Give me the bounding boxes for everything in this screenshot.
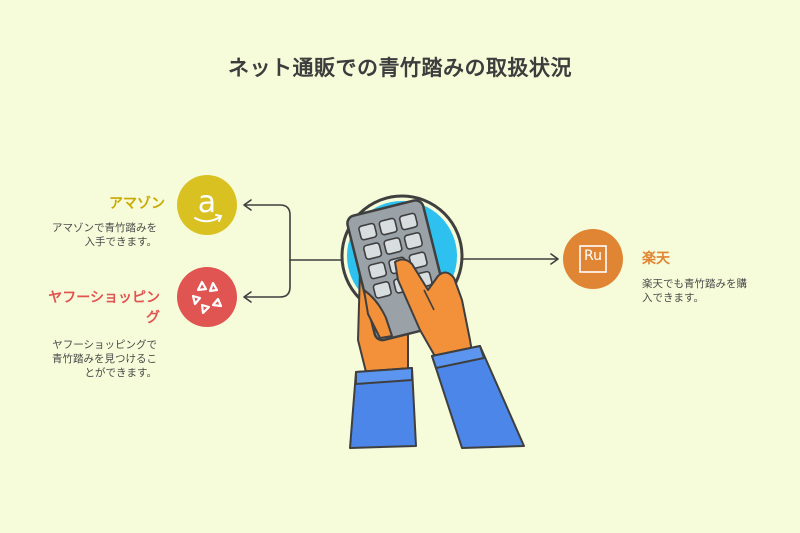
yahoo-description-line: とができます。 [84,367,157,379]
yahoo-title-line: グ [146,310,160,326]
amazon-description-line: 入手できます。 [84,236,157,248]
rakuten-logo-text: Ru [584,248,602,264]
connector-lines [243,199,559,303]
page-title: ネット通販での青竹踏みの取扱状況 [228,56,572,80]
yahoo-description-line: 青竹踏みを見つけるこ [52,353,157,365]
amazon-description-line: アマゾンで青竹踏みを [52,222,157,234]
yahoo-title: ヤフーショッピン グ [48,288,160,328]
rakuten-title: 楽天 [642,251,670,267]
rakuten-description-line: 入できます。 [642,292,704,304]
amazon-title: アマゾン [109,196,165,212]
rakuten-description: 楽天でも青竹踏みを購 入できます。 [642,277,747,305]
yahoo-shopping-logo-icon [177,267,237,327]
rakuten-logo-icon [563,229,623,289]
yahoo-description: ヤフーショッピングで 青竹踏みを見つけるこ とができます。 [52,338,157,380]
hands-holding-phone-icon [340,194,525,449]
svg-text:a: a [198,185,216,220]
yahoo-description-line: ヤフーショッピングで [52,339,157,351]
rakuten-description-line: 楽天でも青竹踏みを購 [642,278,747,290]
yahoo-title-line: ヤフーショッピン [48,290,160,306]
amazon-logo-icon: a [177,175,237,235]
amazon-description: アマゾンで青竹踏みを 入手できます。 [52,221,157,249]
